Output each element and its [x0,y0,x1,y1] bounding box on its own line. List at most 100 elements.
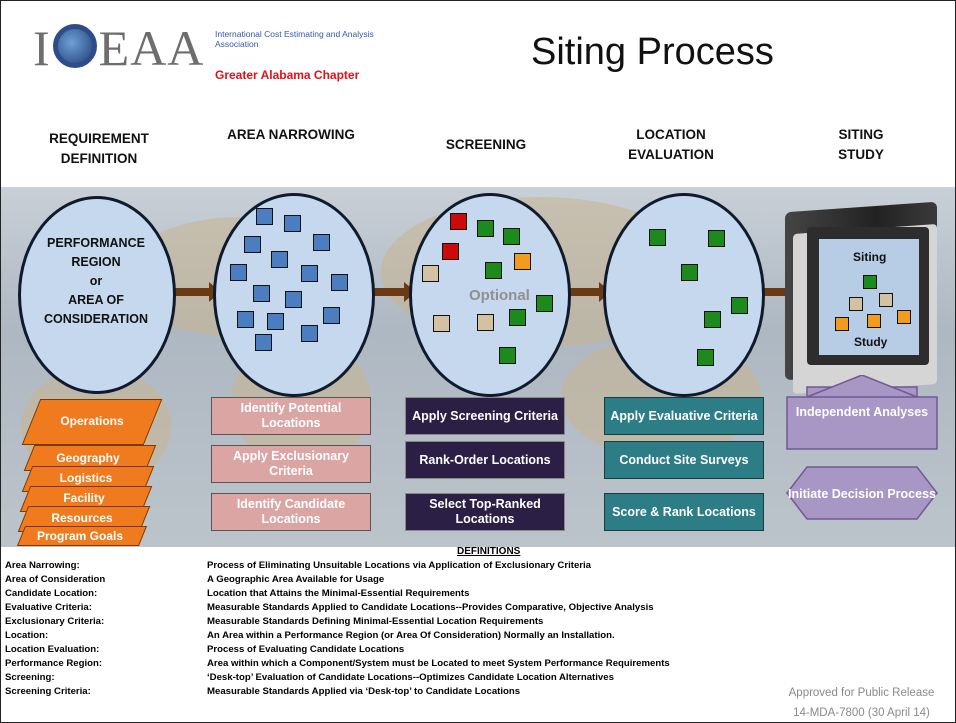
definition-term: Candidate Location: [5,588,98,599]
potential-location-marker [301,325,318,342]
candidate-location-marker [499,347,516,364]
requirement-label: Resources [51,511,113,525]
initiate-decision-shape [786,466,938,520]
definition-term: Evaluative Criteria: [5,602,92,613]
potential-location-marker [256,208,273,225]
rank-order-locations-box: Rank-Order Locations [405,441,565,479]
definition-text: ‘Desk-top’ Evaluation of Candidate Locat… [207,672,614,683]
identify-candidate-locations-box: Identify Candidate Locations [211,493,371,531]
candidate-location-marker [485,262,502,279]
stage-heading-screening: SCREENING [421,135,551,155]
score-rank-locations-box: Score & Rank Locations [604,493,764,531]
circle-label-line: or [89,274,103,288]
iceaa-logo: I EAA [33,19,204,77]
candidate-location-marker [433,315,450,332]
circle-label-line: AREA OF [68,293,124,307]
potential-location-marker [255,334,272,351]
stage-heading-line: EVALUATION [628,147,714,162]
stage-heading-line: STUDY [838,147,884,162]
stage-heading-line: AREA NARROWING [227,127,355,142]
release-line-1: Approved for Public Release [788,687,935,699]
optional-label: Optional [469,287,530,304]
definition-text: Measurable Standards Defining Minimal-Es… [207,616,544,627]
study-marker [849,297,863,311]
potential-location-marker [267,313,284,330]
book-title-bottom: Study [854,335,888,349]
candidate-location-marker [731,297,748,314]
independent-analyses-shape [786,386,938,450]
performance-region-label: PERFORMANCE REGION or AREA OF CONSIDERAT… [21,234,171,329]
candidate-location-marker [477,314,494,331]
candidate-location-marker [536,295,553,312]
chapter-label: Greater Alabama Chapter [215,68,360,82]
definition-term: Location Evaluation: [5,644,100,655]
apply-exclusionary-criteria-box: Apply Exclusionary Criteria [211,445,371,483]
study-shapes [786,375,938,520]
study-marker [897,310,911,324]
independent-analyses-label: Independent Analyses [795,405,929,419]
potential-location-marker [284,215,301,232]
definition-text: Process of Eliminating Unsuitable Locati… [207,560,592,571]
candidate-location-marker [514,253,531,270]
candidate-location-marker [503,228,520,245]
conduct-site-surveys-box: Conduct Site Surveys [604,441,764,479]
definition-term: Exclusionary Criteria: [5,616,105,627]
potential-location-marker [313,234,330,251]
definition-term: Performance Region: [5,658,103,669]
stage-heading-requirement: REQUIREMENT DEFINITION [19,129,179,169]
potential-location-marker [237,311,254,328]
potential-location-marker [301,265,318,282]
study-marker [867,314,881,328]
definition-term: Area of Consideration [5,574,106,585]
requirement-label: Program Goals [36,529,124,543]
stage-heading-line: LOCATION [636,127,706,142]
logo-subtitle: International Cost Estimating and Analys… [215,29,374,49]
potential-location-marker [271,251,288,268]
stage-heading-line: DEFINITION [60,151,138,166]
selected-site-marker [863,275,877,289]
stage-heading-location-evaluation: LOCATION EVALUATION [601,125,741,165]
requirement-label: Operations [60,414,124,428]
flow-arrow [371,282,416,302]
candidate-location-marker [704,311,721,328]
apply-screening-criteria-box: Apply Screening Criteria [405,397,565,435]
performance-region-ellipse [18,196,176,394]
flow-arrow [171,282,221,302]
stage-heading-line: SITING [838,127,884,142]
stage-heading-siting-study: SITING STUDY [801,125,921,165]
candidate-location-marker [509,309,526,326]
circle-label-line: CONSIDERATION [44,312,148,326]
candidate-location-marker [649,229,666,246]
potential-location-marker [230,264,247,281]
potential-location-marker [244,236,261,253]
definition-text: An Area within a Performance Region (or … [207,630,615,641]
candidate-location-marker [681,264,698,281]
stage-heading-area-narrowing: AREA NARROWING [206,125,376,145]
logo-letters-eaa: EAA [98,20,205,76]
definitions-heading: DEFINITIONS [457,546,521,557]
requirement-label: Facility [63,491,105,505]
definition-term: Location: [5,630,49,641]
candidate-location-marker [477,220,494,237]
location-evaluation-ellipse [603,193,765,397]
apply-evaluative-criteria-box: Apply Evaluative Criteria [604,397,764,435]
logo-letter-i: I [33,20,51,76]
definition-term: Screening: [5,672,55,683]
study-marker [879,293,893,307]
definition-text: Process of Evaluating Candidate Location… [207,644,405,655]
definition-text: Measurable Standards Applied via ‘Desk-t… [207,686,521,697]
stage-heading-line: SCREENING [445,137,527,152]
potential-location-marker [285,291,302,308]
definition-term: Area Narrowing: [5,560,80,571]
potential-location-marker [253,285,270,302]
definition-text: Measurable Standards Applied to Candidat… [207,602,654,613]
definition-text: A Geographic Area Available for Usage [207,574,385,585]
candidate-location-marker [697,349,714,366]
excluded-location-marker [442,243,459,260]
requirement-label: Logistics [59,471,113,485]
select-top-ranked-box: Select Top-Ranked Locations [405,493,565,531]
logo-globe-icon [52,24,97,68]
excluded-location-marker [450,213,467,230]
circle-label-line: REGION [71,255,121,269]
